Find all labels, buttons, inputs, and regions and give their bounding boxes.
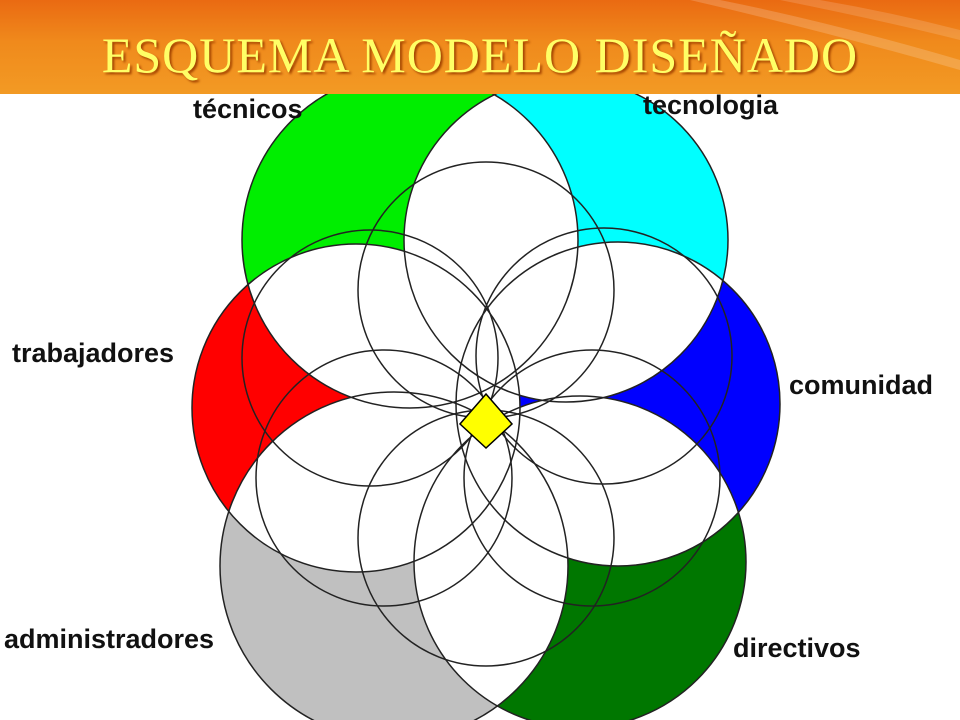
- label-tecnicos: técnicos: [193, 94, 303, 124]
- circle-outline-administradores: [219, 391, 569, 720]
- center-region: [458, 392, 514, 450]
- inner-circle-outline: [255, 349, 513, 607]
- slide-title: ESQUEMA MODELO DISEÑADO: [101, 27, 859, 83]
- circle-outline-directivos: [413, 395, 747, 720]
- inner-circle-outline: [241, 229, 499, 487]
- circle-outline-tecnologia: [403, 94, 729, 403]
- slide-header: ESQUEMA MODELO DISEÑADO: [0, 0, 960, 94]
- label-tecnologia: tecnologia: [643, 90, 779, 120]
- circle-outline-tecnicos: [241, 94, 579, 409]
- label-directivos: directivos: [733, 633, 861, 663]
- inner-circle-outline: [475, 227, 733, 485]
- label-administradores: administradores: [4, 624, 215, 654]
- inner-circle-outline: [463, 349, 721, 607]
- overlap-region: [414, 396, 568, 720]
- label-comunidad: comunidad: [789, 370, 934, 400]
- overlap-region: [404, 244, 520, 402]
- venn-diagram: [0, 94, 960, 720]
- label-trabajadores: trabajadores: [12, 338, 175, 368]
- overlap-region: [456, 242, 728, 402]
